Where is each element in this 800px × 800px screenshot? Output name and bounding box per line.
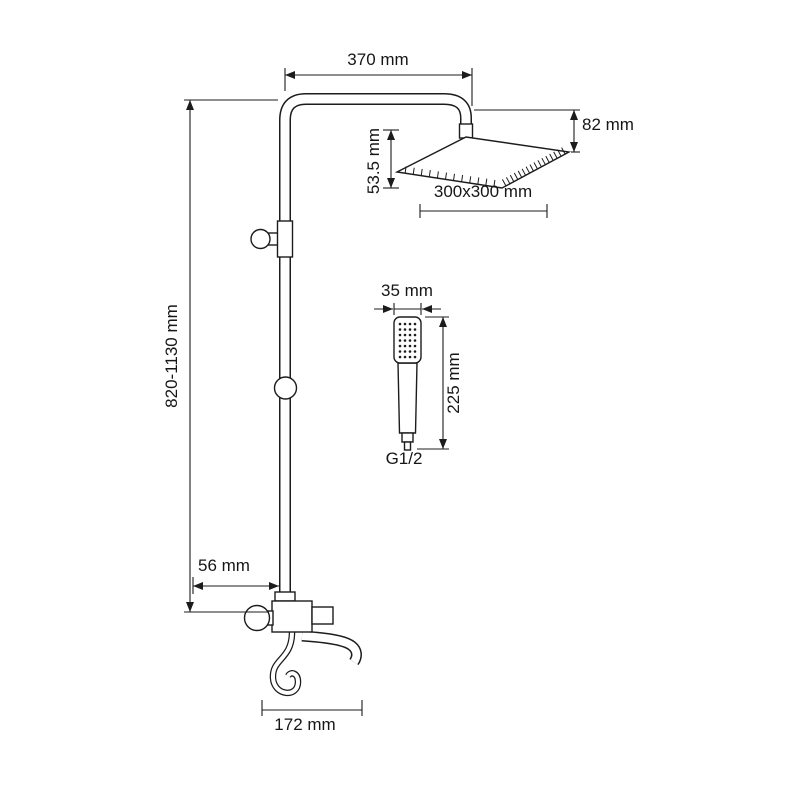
dim-hand-width: 35 mm <box>374 281 441 315</box>
dim-label-head-size: 300x300 mm <box>434 182 532 201</box>
dim-hand-length: 225 mm <box>417 316 463 450</box>
sleeve-body <box>276 220 294 258</box>
dim-spout-length: 172 mm <box>261 700 363 734</box>
hand-shower-thread-nipple <box>403 441 412 451</box>
head-nozzle-hatching <box>501 147 566 187</box>
dim-head-offset: 82 mm <box>474 109 634 153</box>
dim-label-column-height: 820-1130 mm <box>162 304 181 408</box>
dim-head-drop: 53.5 mm <box>364 128 399 194</box>
hand-shower-connector <box>401 432 414 443</box>
head-connector <box>458 123 474 139</box>
mixer-assembly <box>243 591 362 696</box>
adjuster-knob <box>250 228 271 250</box>
rain-shower-head <box>394 123 572 189</box>
dim-label-top-width: 370 mm <box>347 50 408 69</box>
thread-label: G1/2 <box>386 449 423 468</box>
mixer-top-nut <box>274 591 296 602</box>
mixer-body <box>271 600 313 633</box>
head-plate <box>394 136 572 189</box>
dim-label-hand-length: 225 mm <box>444 352 463 413</box>
dim-wall-distance: 56 mm <box>192 556 279 594</box>
head-edge-hatching <box>404 166 496 187</box>
dim-head-size: 300x300 mm <box>419 182 548 218</box>
diverter-housing <box>311 606 334 625</box>
shower-column-and-arm <box>279 93 472 604</box>
dim-label-head-drop: 53.5 mm <box>364 128 383 194</box>
mixer-handle <box>243 604 271 632</box>
dim-label-spout-length: 172 mm <box>274 715 335 734</box>
dim-column-height: 820-1130 mm <box>162 99 278 613</box>
hand-shower-head <box>393 316 422 364</box>
hand-shower-spray-dots <box>398 322 417 359</box>
hand-shower-handle <box>397 362 418 434</box>
height-adjuster-sleeve <box>250 220 294 258</box>
dim-label-wall-distance: 56 mm <box>198 556 250 575</box>
pipe-ball-joint <box>273 376 298 400</box>
dim-label-hand-width: 35 mm <box>381 281 433 300</box>
dim-top-width: 370 mm <box>284 50 473 106</box>
dim-label-head-offset: 82 mm <box>582 115 634 134</box>
hand-shower <box>393 316 422 451</box>
